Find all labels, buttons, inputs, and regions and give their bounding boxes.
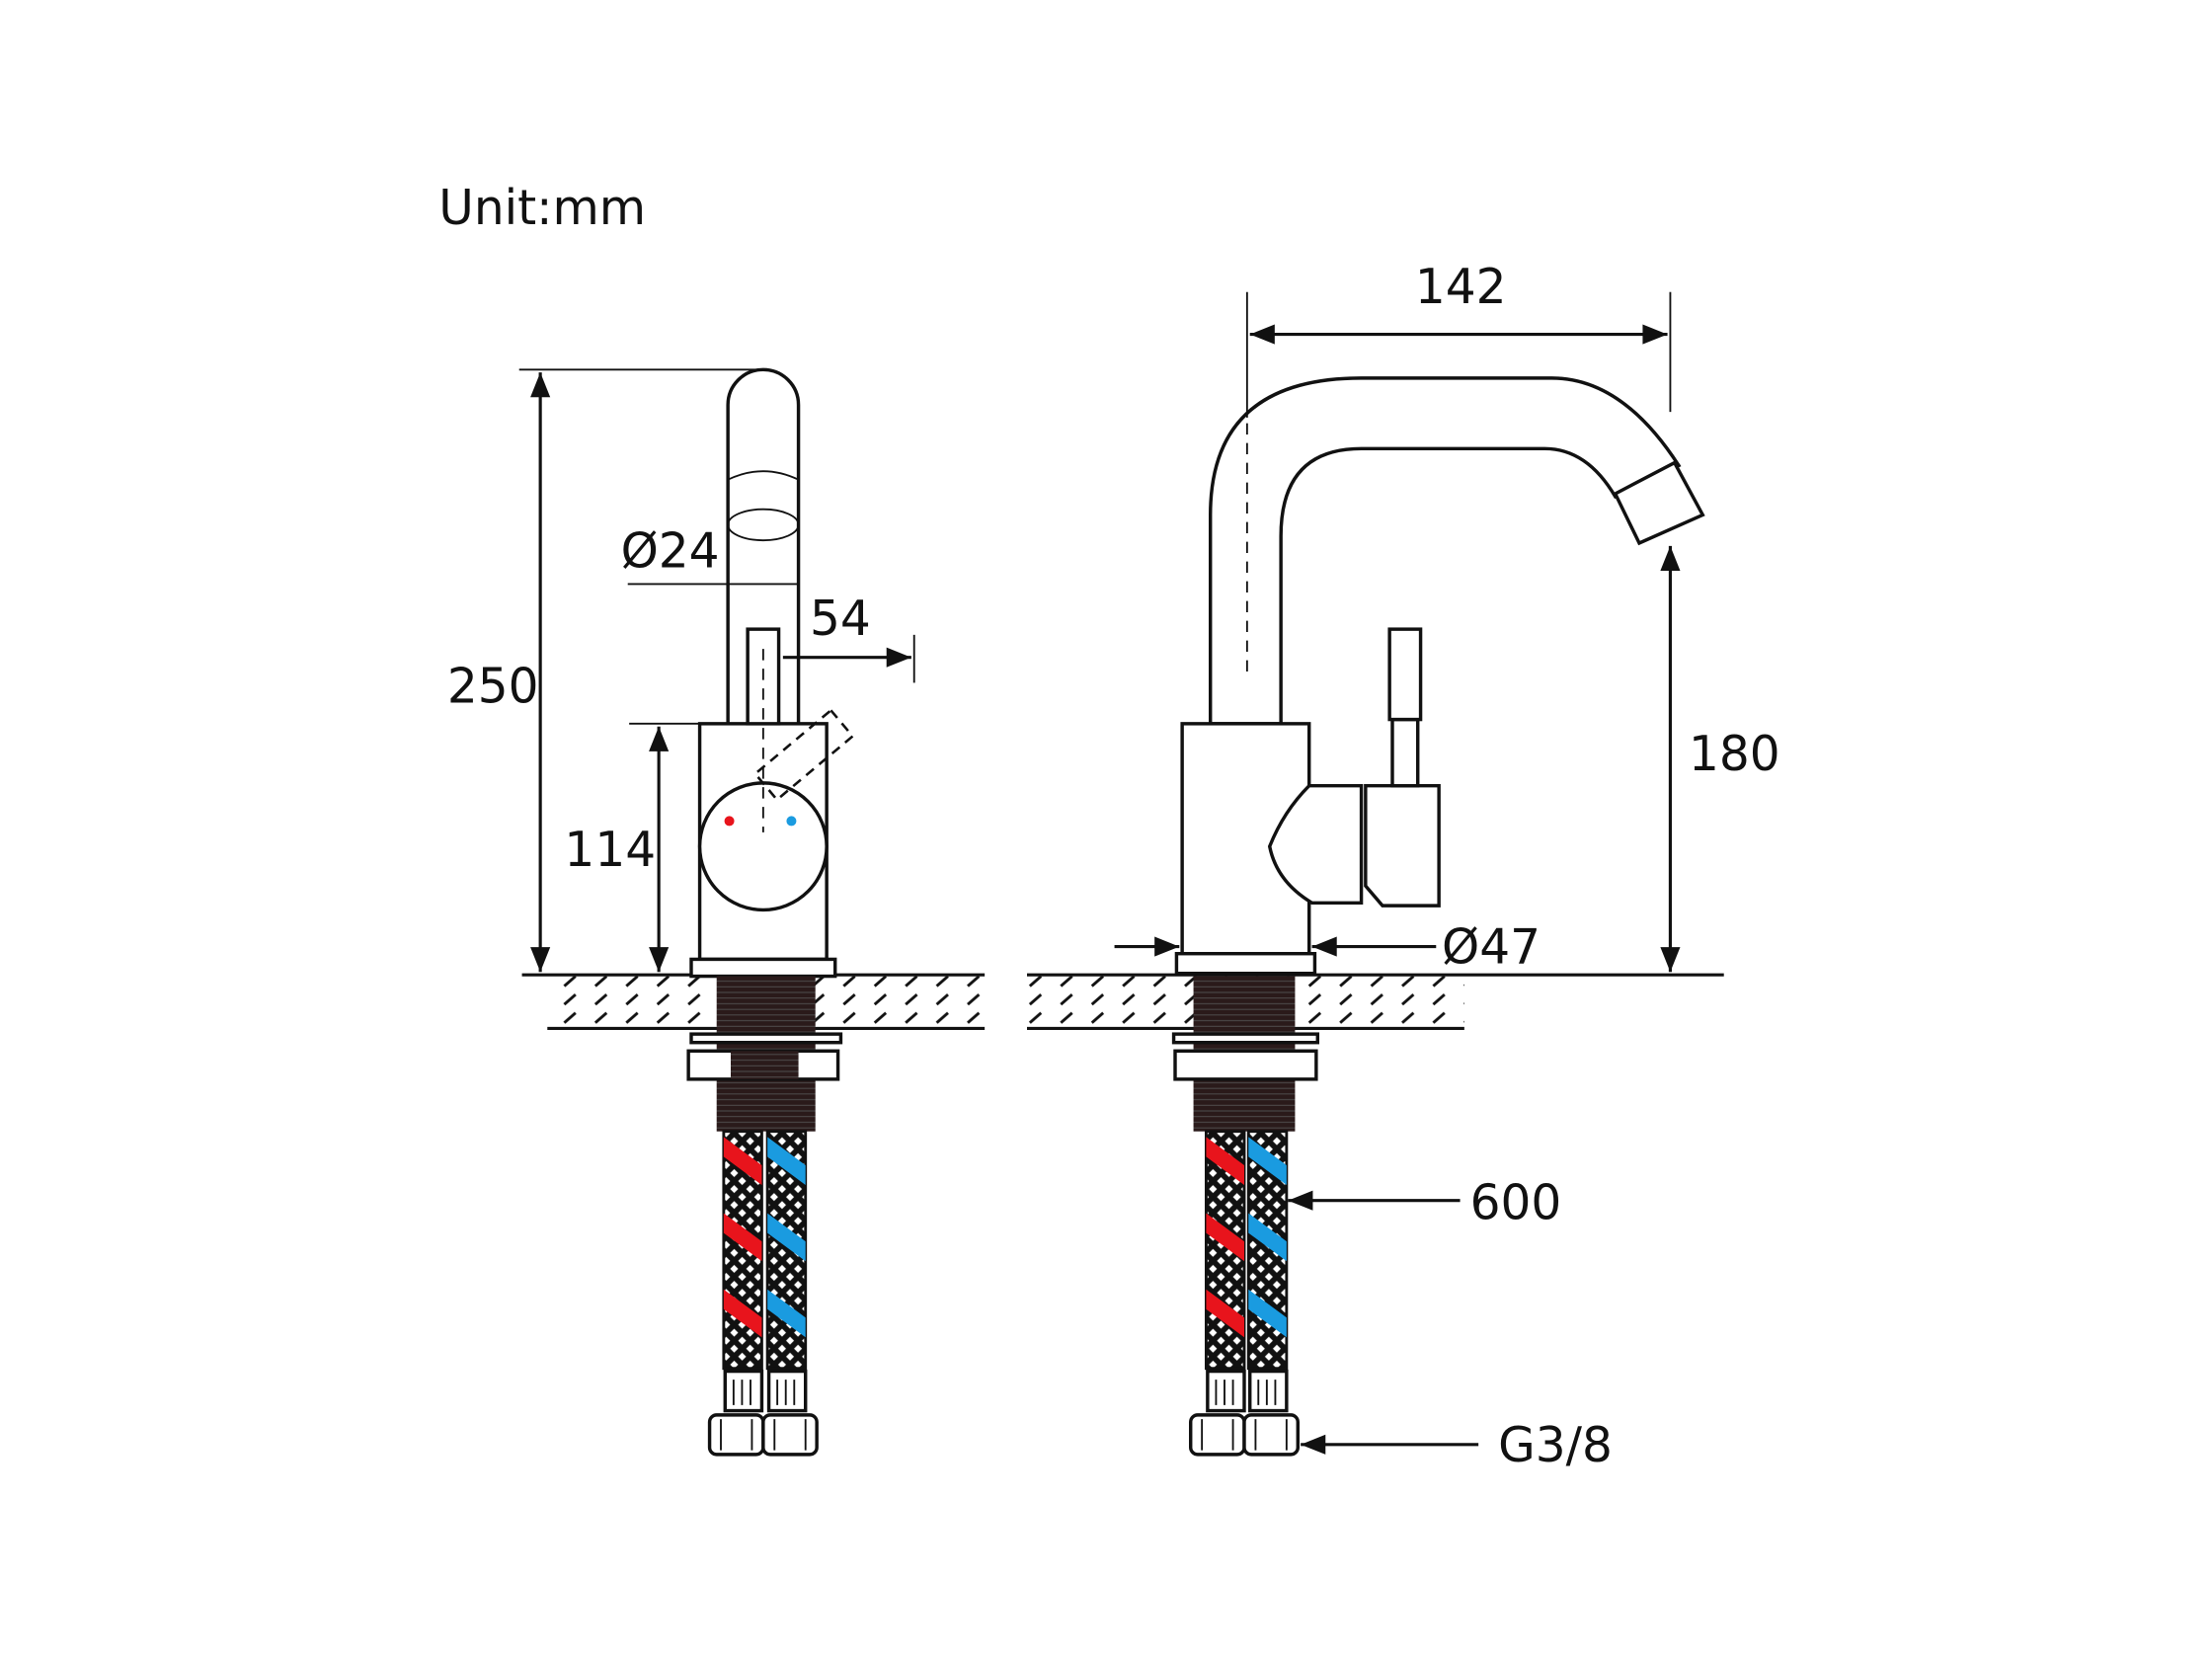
- handle-swing-dashed: [752, 708, 855, 802]
- hose-cold-front: [765, 1130, 808, 1371]
- aerator: [1613, 460, 1705, 546]
- hose-hot-front: [722, 1130, 763, 1371]
- spout-side: [1209, 376, 1682, 726]
- hex-nut-front: [707, 1413, 765, 1457]
- dim-spout-diameter: Ø24: [621, 523, 720, 579]
- hex-nut-side: [1189, 1413, 1246, 1457]
- front-view: 250 114 Ø24 54: [447, 367, 986, 1457]
- dim-body-height: 114: [564, 823, 656, 878]
- spout-front: [726, 367, 801, 724]
- dim-thread: G3/8: [1498, 1418, 1613, 1473]
- dim-spout-height: 180: [1689, 727, 1780, 782]
- dim-handle-swing: 54: [810, 592, 871, 647]
- hot-indicator: [724, 816, 735, 827]
- hose-hot-side: [1205, 1130, 1246, 1371]
- mounting-nut-side: [1173, 1049, 1318, 1081]
- cold-indicator: [786, 816, 797, 827]
- unit-label: Unit:mm: [438, 181, 646, 236]
- valve-cartridge: [697, 781, 829, 912]
- countertop-right: [1027, 973, 1724, 1030]
- dim-base-diameter: Ø47: [1442, 920, 1540, 976]
- hose-cold-side: [1246, 1130, 1289, 1371]
- dim-height-total: 250: [447, 659, 539, 714]
- handle-lever-side: [1387, 627, 1423, 722]
- dim-hose-length: 600: [1470, 1175, 1562, 1230]
- side-view: 142 180 Ø47 600 G3/8: [1027, 260, 1780, 1473]
- handle-hub: [1267, 784, 1364, 906]
- dim-spout-reach: 142: [1415, 260, 1507, 315]
